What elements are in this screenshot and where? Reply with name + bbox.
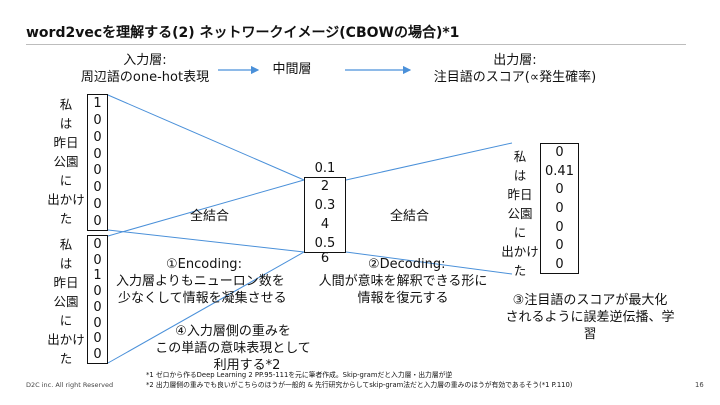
vector-cell: 0: [93, 163, 102, 179]
footnote-2: *2 出力層側の重みでも良いがこちらのほうが一般的 & 先行研究からしてskip…: [146, 381, 573, 389]
vector-cell: 0: [93, 284, 102, 300]
decoding-note-line: ②Decoding:: [368, 257, 446, 272]
hidden-value-top: 0.1: [314, 161, 336, 176]
word: 出かけ: [47, 192, 85, 207]
decoding-note-line: 情報を復元する: [357, 291, 449, 306]
word: 私: [59, 97, 73, 112]
edge-in1-bottom-to-hidden: [107, 229, 305, 253]
word: 公園: [53, 154, 79, 169]
word: 昨日: [507, 187, 533, 202]
score-note-line: されるように誤差逆伝播、学: [505, 310, 675, 325]
output-layer-header-line1: 出力層:: [493, 53, 537, 68]
output-layer-header: 出力層: 注目語のスコア(∝発生確率): [420, 52, 610, 86]
encoding-note: ①Encoding: 入力層よりもニューロン数を 少なくして情報を凝集させる: [116, 256, 296, 307]
vector-cell: 0: [93, 237, 102, 252]
word: は: [59, 116, 73, 131]
word: 私: [513, 149, 527, 164]
word: 出かけ: [501, 244, 539, 259]
decoding-note: ②Decoding: 人間が意味を解釈できる形に 情報を復元する: [318, 256, 488, 307]
page-number: 16: [695, 381, 704, 389]
word: に: [59, 313, 73, 328]
vector-cell: 4: [320, 217, 330, 232]
input-vector-2: 0 0 1 0 0 0 0 0: [87, 235, 108, 364]
slide-title: word2vecを理解する(2) ネットワークイメージ(CBOWの場合)*1: [26, 25, 460, 41]
edge-in2-bottom-to-hidden: [107, 251, 305, 364]
output-vector: 0 0.41 0 0 0 0 0: [540, 143, 579, 274]
weights-note-line: この単語の意味表現として: [155, 341, 311, 356]
weights-note-line: ④入力層側の重みを: [175, 324, 291, 339]
word: は: [59, 256, 73, 271]
output-words: 私 は 昨日 公園 に 出かけ た: [498, 146, 542, 278]
encoding-note-line: 入力層よりもニューロン数を: [116, 274, 285, 289]
input-words-1: 私 は 昨日 公園 に 出かけ た: [44, 94, 88, 226]
encoding-note-line: ①Encoding:: [166, 257, 242, 272]
title-divider: [26, 44, 686, 45]
vector-cell: 0: [555, 145, 564, 160]
vector-cell: 0.41: [545, 163, 574, 179]
weights-note: ④入力層側の重みを この単語の意味表現として 利用する*2: [148, 323, 318, 374]
vector-cell: 0: [555, 256, 564, 272]
word: に: [59, 173, 73, 188]
word: 私: [59, 237, 73, 252]
vector-cell: 0: [555, 238, 564, 254]
word: に: [513, 225, 527, 240]
word: は: [513, 168, 527, 183]
word: た: [59, 351, 73, 366]
word: 昨日: [53, 135, 79, 150]
score-note-line: ③注目語のスコアが最大化: [512, 293, 668, 308]
vector-cell: 2: [320, 179, 330, 194]
vector-cell: 0: [555, 219, 564, 235]
vector-cell: 0: [93, 112, 102, 128]
word: た: [513, 263, 527, 278]
copyright: D2C inc. All right Reserved: [26, 381, 114, 389]
word: 公園: [507, 206, 533, 221]
edge-in1-top-to-hidden: [107, 94, 305, 181]
vector-cell: 0: [93, 180, 102, 196]
vector-cell: 0: [555, 200, 564, 216]
vector-cell: 0: [93, 197, 102, 213]
word: 公園: [53, 294, 79, 309]
vector-cell: 0: [93, 129, 102, 145]
hidden-layer-vector: 2 0.3 4 0.5: [304, 177, 346, 253]
output-layer-header-line2: 注目語のスコア(∝発生確率): [433, 70, 597, 85]
encoding-note-line: 少なくして情報を凝集させる: [118, 291, 287, 306]
vector-cell: 0: [93, 299, 102, 315]
score-note-line: 習: [583, 327, 597, 342]
vector-cell: 0.3: [314, 198, 336, 213]
vector-cell: 0: [555, 182, 564, 198]
edge-in2-top-to-hidden: [107, 179, 305, 237]
edge-hidden-top-to-out: [345, 142, 513, 181]
word: 昨日: [53, 275, 79, 290]
fully-connected-label-left: 全結合: [190, 209, 230, 224]
hidden-value-bottom: 6: [320, 251, 330, 266]
word: 出かけ: [47, 332, 85, 347]
vector-cell: 0: [93, 252, 102, 268]
decoding-note-line: 人間が意味を解釈できる形に: [318, 274, 488, 289]
vector-cell: 0: [93, 146, 102, 162]
vector-cell: 0: [93, 346, 102, 362]
edge-hidden-bottom-to-out: [345, 251, 513, 275]
word: た: [59, 211, 73, 226]
score-note: ③注目語のスコアが最大化 されるように誤差逆伝播、学 習: [495, 292, 685, 343]
input-layer-header: 入力層: 周辺語のone-hot表現: [70, 52, 220, 86]
vector-cell: 0: [93, 315, 102, 331]
footnote-1: *1 ゼロから作るDeep Learning 2 PP.95-111を元に筆者作…: [146, 371, 453, 379]
vector-cell: 1: [93, 96, 102, 111]
input-vector-1: 1 0 0 0 0 0 0 0: [87, 94, 108, 231]
vector-cell: 0.5: [314, 236, 336, 251]
input-layer-header-line2: 周辺語のone-hot表現: [80, 70, 210, 85]
fully-connected-label-right: 全結合: [390, 209, 430, 224]
input-layer-header-line1: 入力層:: [123, 53, 167, 68]
vector-cell: 0: [93, 213, 102, 229]
weights-note-line: 利用する*2: [213, 358, 281, 373]
middle-layer-header: 中間層: [272, 62, 312, 77]
vector-cell: 1: [93, 268, 102, 284]
vector-cell: 0: [93, 331, 102, 347]
input-words-2: 私 は 昨日 公園 に 出かけ た: [44, 234, 88, 366]
